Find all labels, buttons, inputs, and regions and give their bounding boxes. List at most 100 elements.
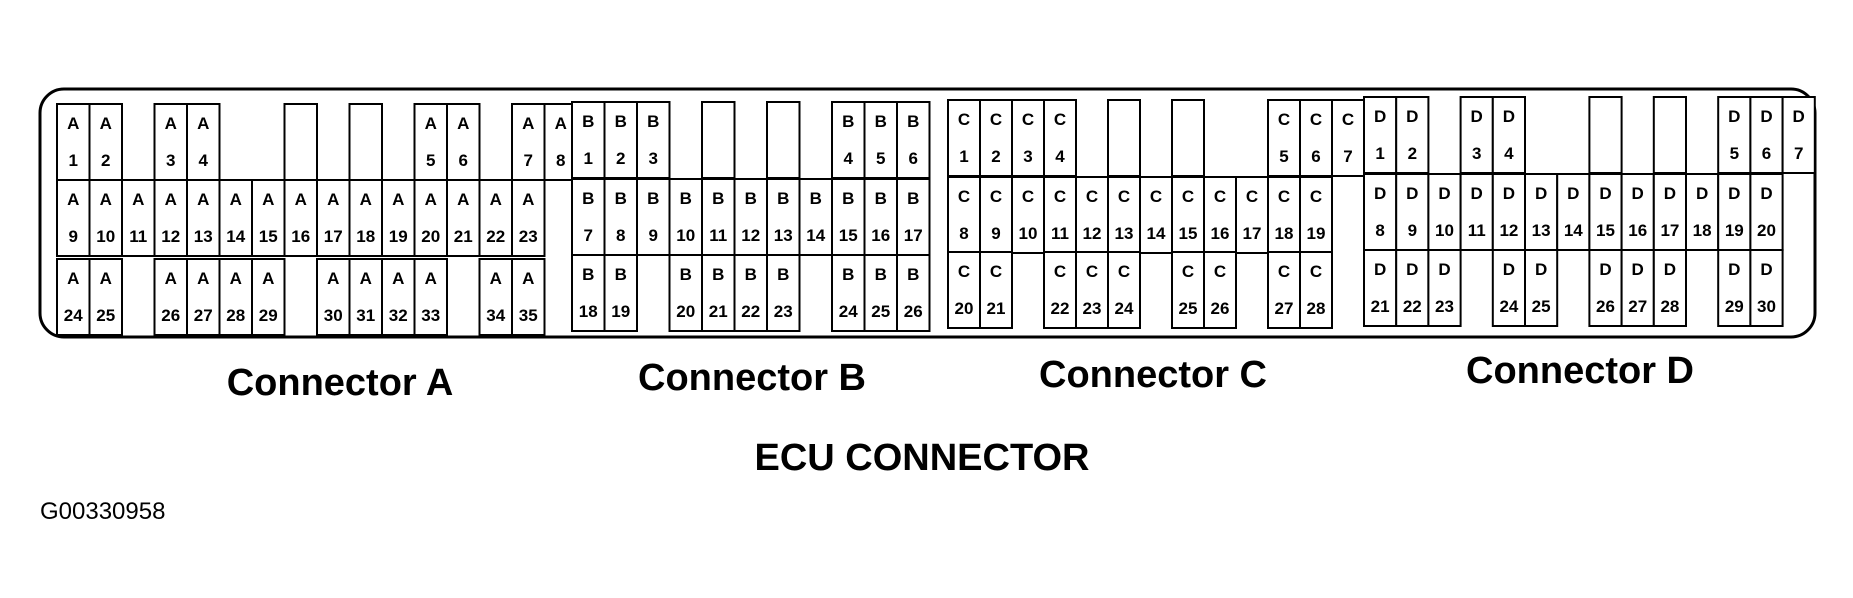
pin-cell	[863, 101, 898, 179]
pin-number: 18	[356, 227, 375, 246]
pin-number: 14	[1147, 224, 1166, 243]
pin-b22: B22	[733, 254, 768, 332]
pin-a22: A22	[478, 179, 513, 257]
pin-d23: D23	[1427, 249, 1462, 327]
pin-number: 18	[1275, 224, 1294, 243]
pin-b14: B14	[798, 178, 833, 256]
pin-d12: D12	[1491, 173, 1527, 251]
pin-number: 23	[1083, 299, 1102, 318]
pin-letter: B	[582, 265, 594, 284]
pin-letter: D	[1374, 107, 1386, 126]
pin-letter: B	[875, 112, 887, 131]
pin-number: 1	[959, 147, 968, 166]
pin-letter: B	[647, 189, 659, 208]
pin-letter: A	[360, 190, 372, 209]
pin-letter: C	[958, 187, 970, 206]
pin-number: 8	[616, 226, 625, 245]
pin-b12: B12	[733, 178, 768, 256]
connector-c: C1C2C3C4C5C6C7C8C9C10C11C12C13C14C15C16C…	[947, 99, 1365, 329]
connector-a-label: Connector A	[227, 362, 454, 404]
empty-slot	[1107, 99, 1141, 177]
pin-cell	[766, 178, 801, 256]
pin-cell	[1203, 176, 1237, 254]
pin-letter: D	[1664, 260, 1676, 279]
pin-number: 10	[1435, 221, 1454, 240]
pin-b5: B5	[863, 101, 898, 179]
connector-a: A1A2A3A4A5A6A7A8A9A10A11A12A13A14A15A16A…	[56, 103, 578, 336]
figure-id: G00330958	[40, 498, 165, 525]
pin-number: 14	[1564, 221, 1583, 240]
empty-slot	[1652, 96, 1688, 174]
pin-a1: A1	[56, 103, 91, 181]
pin-number: 24	[1115, 299, 1134, 318]
pin-number: 31	[356, 306, 375, 325]
pin-number: 14	[806, 226, 825, 245]
pin-d4: D4	[1491, 96, 1527, 174]
pin-c16: C16	[1203, 176, 1237, 254]
pin-b8: B8	[603, 178, 638, 256]
pin-c2: C2	[979, 99, 1013, 177]
pin-cell	[947, 99, 981, 177]
pin-cell	[1107, 251, 1141, 329]
pin-b24: B24	[831, 254, 866, 332]
pin-cell	[831, 101, 866, 179]
pin-letter: D	[1760, 184, 1772, 203]
pin-number: 3	[1023, 147, 1032, 166]
pin-number: 25	[96, 306, 115, 325]
pin-number: 20	[676, 302, 695, 321]
pin-number: 10	[676, 226, 695, 245]
pin-a3: A3	[153, 103, 188, 181]
pin-letter: A	[197, 190, 209, 209]
pin-a10: A10	[88, 179, 123, 257]
pin-b11: B11	[701, 178, 736, 256]
pin-letter: D	[1632, 184, 1644, 203]
pin-c4: C4	[1043, 99, 1077, 177]
pin-number: 8	[959, 224, 968, 243]
connectors-layer: A1A2A3A4A5A6A7A8A9A10A11A12A13A14A15A16A…	[56, 96, 1816, 336]
pin-d20: D20	[1749, 173, 1784, 251]
pin-d14: D14	[1556, 173, 1591, 251]
pin-c22: C22	[1043, 251, 1077, 329]
pin-letter: B	[680, 189, 692, 208]
pin-d8: D8	[1363, 173, 1398, 251]
pin-cell	[831, 254, 866, 332]
pin-number: 4	[1504, 144, 1514, 163]
pin-letter: D	[1406, 107, 1418, 126]
connector-c-label: Connector C	[1039, 354, 1267, 396]
pin-d19: D19	[1717, 173, 1752, 251]
pin-letter: B	[680, 265, 692, 284]
pin-letter: C	[1054, 110, 1066, 129]
pin-letter: D	[1632, 260, 1644, 279]
pin-number: 17	[1243, 224, 1262, 243]
pin-number: 7	[524, 151, 533, 170]
pin-number: 5	[876, 149, 885, 168]
pin-cell	[348, 258, 383, 336]
pin-letter: C	[1118, 187, 1130, 206]
pin-b15: B15	[831, 178, 866, 256]
pin-number: 14	[226, 227, 245, 246]
pin-number: 13	[194, 227, 213, 246]
pin-a14: A14	[218, 179, 253, 257]
pin-d24: D24	[1491, 249, 1527, 327]
pin-letter: C	[1150, 187, 1162, 206]
pin-cell	[1556, 173, 1591, 251]
pin-cell	[1459, 173, 1494, 251]
pin-number: 12	[161, 227, 180, 246]
pin-cell	[1299, 251, 1333, 329]
pin-letter: B	[615, 112, 627, 131]
pin-cell	[603, 101, 638, 179]
pin-number: 30	[324, 306, 343, 325]
pin-cell	[979, 176, 1013, 254]
pin-number: 26	[1596, 297, 1615, 316]
pin-number: 16	[291, 227, 310, 246]
pin-number: 27	[1628, 297, 1647, 316]
pin-letter: B	[875, 189, 887, 208]
pin-cell	[701, 254, 736, 332]
pin-d1: D1	[1363, 96, 1398, 174]
pin-cell	[1652, 249, 1688, 327]
pin-a11: A11	[121, 179, 156, 257]
pin-number: 28	[1660, 297, 1679, 316]
pin-letter: C	[1182, 262, 1194, 281]
pin-number: 9	[69, 227, 78, 246]
pin-letter: D	[1535, 184, 1547, 203]
